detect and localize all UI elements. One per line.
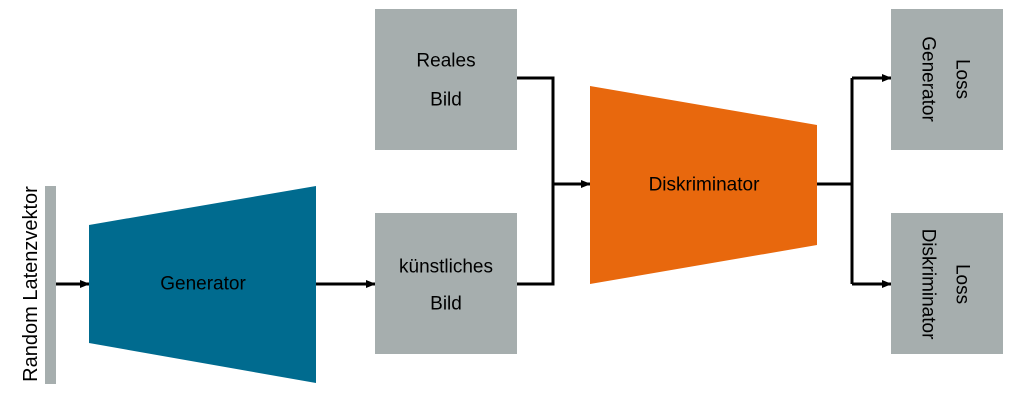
fake-image-label-line1: künstliches — [399, 257, 493, 278]
connector-fake-image — [517, 184, 555, 286]
fake-image-label-line2: Bild — [430, 294, 462, 315]
loss-generator-label-line1: Loss — [952, 59, 973, 99]
real-image-label-line2: Bild — [430, 90, 462, 111]
latent-vector-label: Random Latenzvektor — [20, 186, 42, 382]
fake-image-box — [375, 213, 517, 354]
loss-generator-label-line2: Generator — [918, 36, 939, 122]
real-image-label-line1: Reales — [416, 51, 475, 72]
loss-discriminator-box — [891, 213, 1003, 354]
latent-vector-bar — [45, 186, 56, 384]
generator-label: Generator — [160, 274, 246, 295]
discriminator-block — [590, 86, 817, 284]
discriminator-label: Diskriminator — [649, 175, 761, 196]
loss-generator-box — [891, 9, 1003, 150]
real-image-box — [375, 9, 517, 150]
connector-real-image — [517, 76, 555, 184]
loss-discriminator-label-line2: Diskriminator — [918, 229, 939, 341]
loss-discriminator-label-line1: Loss — [952, 264, 973, 304]
generator-block — [89, 186, 316, 383]
